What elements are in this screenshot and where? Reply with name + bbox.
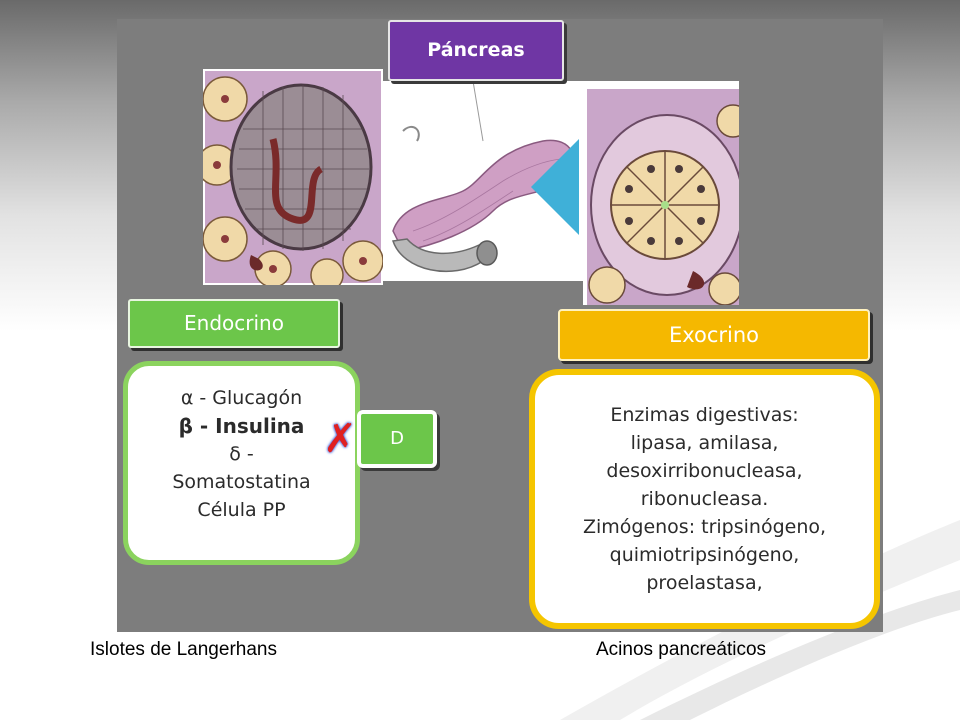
islets-caption: Islotes de Langerhans: [90, 639, 277, 660]
chymotrypsinogen-text: quimiotripsinógeno,: [609, 544, 800, 566]
proelastase-text: proelastasa,: [646, 572, 763, 594]
pancreatic-acinus-illustration: [583, 81, 739, 305]
pancreatic-islet-illustration: [203, 69, 383, 285]
diagram-panel: Páncreas Endocrino α - Glucagón β - Insu…: [117, 19, 883, 632]
exocrine-label-tab: Exocrino: [558, 309, 870, 361]
acini-caption: Acinos pancreáticos: [596, 639, 767, 660]
pancreas-title-tab: Páncreas: [388, 20, 564, 81]
d-cell-tab: D: [357, 410, 437, 468]
right-pointer-arrow: [531, 139, 579, 235]
zymogens-text: Zimógenos: tripsinógeno,: [582, 516, 827, 538]
endocrine-cells-box: α - Glucagón β - Insulina δ - Somatostat…: [123, 361, 360, 565]
delta-text: δ -: [229, 443, 254, 465]
enzymes-heading-text: Enzimas digestivas:: [610, 404, 799, 426]
somatostatin-text: Somatostatina: [172, 471, 311, 493]
rnase-text: ribonucleasa.: [640, 488, 769, 510]
exocrine-enzymes-box: Enzimas digestivas: lipasa, amilasa, des…: [529, 369, 880, 629]
pp-cell-text: Célula PP: [197, 499, 286, 521]
cross-mark-icon: ✗: [323, 416, 357, 462]
dnase-text: desoxirribonucleasa,: [606, 460, 803, 482]
beta-insulin-text: β - Insulina: [178, 414, 305, 438]
lipase-amylase-text: lipasa, amilasa,: [630, 432, 779, 454]
alpha-glucagon-text: α - Glucagón: [180, 387, 303, 409]
endocrine-label-tab: Endocrino: [128, 299, 340, 348]
